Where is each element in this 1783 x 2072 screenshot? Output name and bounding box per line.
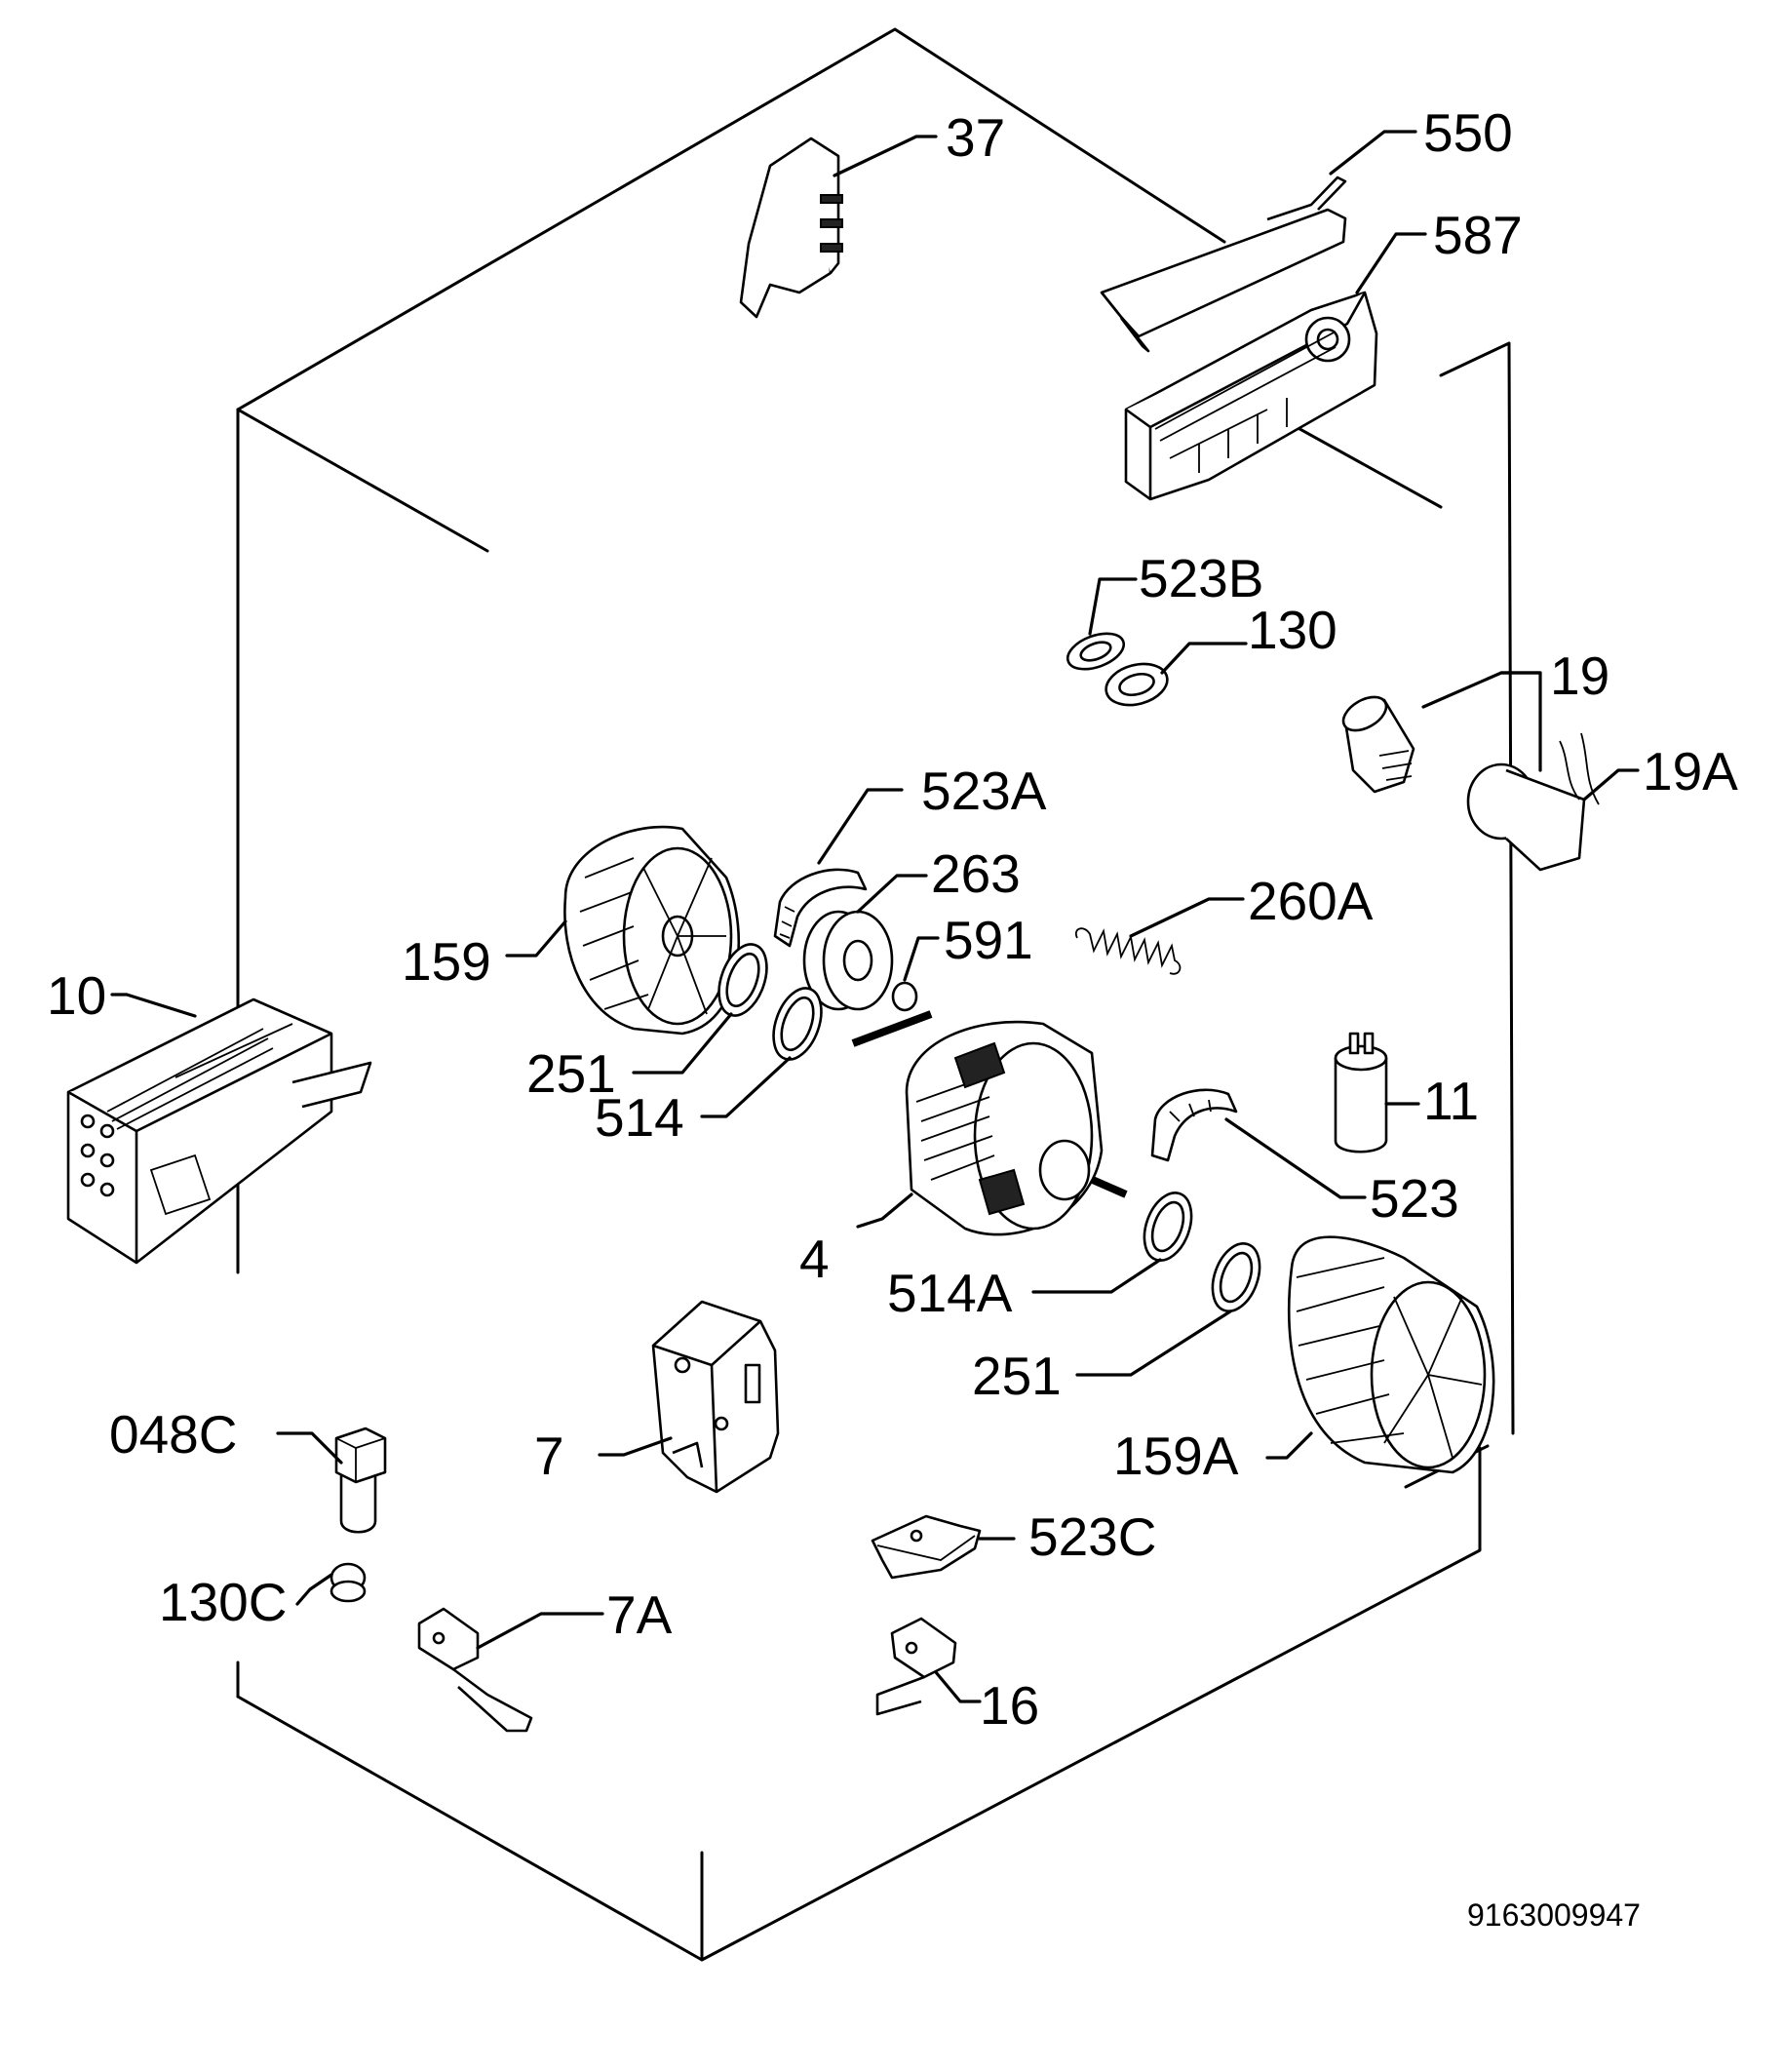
part-591-ring <box>891 981 918 1012</box>
label-523: 523 <box>1370 1168 1459 1229</box>
label-130C: 130C <box>159 1572 287 1632</box>
part-130-gasket <box>1105 662 1169 707</box>
part-523C-bracket <box>871 1514 982 1580</box>
label-587: 587 <box>1433 205 1523 265</box>
part-260A-spring <box>1074 927 1182 975</box>
label-251-top: 251 <box>526 1043 616 1104</box>
part-19-lamp <box>1341 695 1415 794</box>
part-523A-bracket <box>773 868 868 948</box>
part-7-doorlock <box>651 1300 780 1494</box>
part-523B-bracket <box>1066 632 1126 671</box>
label-159: 159 <box>402 931 491 992</box>
label-514: 514 <box>595 1087 684 1148</box>
part-514-seal <box>772 987 823 1061</box>
part-11-capacitor <box>1334 1032 1388 1153</box>
part-159A-blower <box>1287 1235 1495 1474</box>
drawing-number: 9163009947 <box>1467 1897 1641 1933</box>
label-7A: 7A <box>606 1584 673 1645</box>
callout-labels: 37 550 587 523B 130 19 19A 523A 263 260A… <box>47 102 1738 1933</box>
part-263-pulley <box>802 910 894 1011</box>
label-19: 19 <box>1550 645 1609 706</box>
cabinet-outline <box>236 27 1515 1962</box>
label-260A: 260A <box>1248 871 1374 931</box>
label-523C: 523C <box>1028 1506 1156 1567</box>
part-130C-grommet <box>329 1562 367 1603</box>
label-4: 4 <box>799 1229 830 1289</box>
part-19A-lampholder <box>1466 732 1600 872</box>
label-19A: 19A <box>1643 741 1738 801</box>
part-16-switch <box>875 1617 957 1716</box>
part-587-module <box>1124 291 1378 501</box>
part-37-connector <box>739 137 843 319</box>
part-514A-seal <box>1143 1192 1193 1262</box>
part-10-heater <box>66 997 372 1265</box>
part-4-motor <box>851 1010 1128 1236</box>
part-550-cover <box>1100 176 1347 353</box>
label-523B: 523B <box>1139 548 1263 608</box>
label-37: 37 <box>946 107 1005 168</box>
label-591: 591 <box>944 910 1033 970</box>
label-251-bottom: 251 <box>972 1346 1062 1406</box>
label-514A: 514A <box>887 1263 1013 1323</box>
label-048C: 048C <box>109 1404 237 1465</box>
label-523A: 523A <box>921 761 1047 821</box>
label-263: 263 <box>931 843 1021 904</box>
label-7: 7 <box>534 1426 564 1486</box>
label-16: 16 <box>980 1675 1039 1736</box>
label-11: 11 <box>1423 1071 1479 1131</box>
label-10: 10 <box>47 965 106 1026</box>
label-159A: 159A <box>1113 1426 1239 1486</box>
label-130: 130 <box>1248 600 1337 660</box>
part-251b-seal <box>1211 1242 1261 1312</box>
part-7A-switch <box>417 1607 533 1733</box>
part-159-fan <box>563 825 741 1036</box>
part-523-bracket <box>1150 1088 1238 1162</box>
label-550: 550 <box>1423 102 1513 163</box>
part-251-seal <box>717 943 768 1017</box>
part-048C-sensor <box>334 1427 387 1534</box>
